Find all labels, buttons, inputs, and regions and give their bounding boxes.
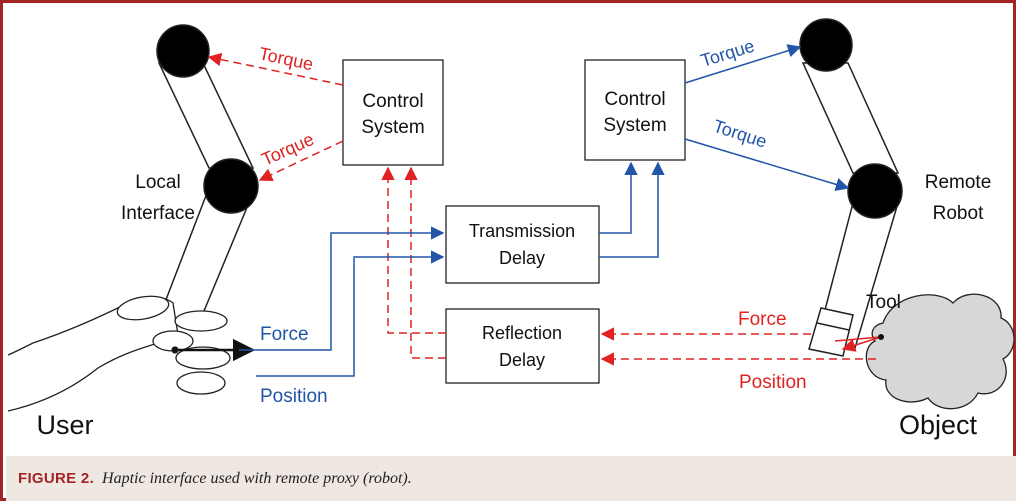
force-command-arrow	[239, 226, 445, 351]
remote-robot-label-1: Remote	[925, 172, 992, 193]
torque-label-right-top: Torque	[698, 36, 756, 71]
position-label-left: Position	[260, 386, 328, 407]
torque-arrow-left-mid	[258, 140, 344, 181]
transmission-label-1: Transmission	[469, 221, 575, 241]
force-label-right: Force	[738, 309, 787, 330]
local-arm-upper-link	[157, 62, 255, 169]
reflection-delay-box	[445, 308, 600, 384]
remote-robot-label-2: Robot	[933, 203, 984, 224]
control-left-label-1: Control	[362, 91, 423, 112]
tool-divider	[816, 322, 850, 331]
remote-arm-upper-link	[801, 62, 900, 174]
haptic-diagram: Control System Control System Transmissi…	[7, 18, 1015, 440]
transmission-to-control-1	[599, 161, 638, 234]
figure-caption: Haptic interface used with remote proxy …	[102, 469, 412, 487]
reflection-label-1: Reflection	[482, 323, 562, 343]
control-right-label-2: System	[603, 115, 666, 136]
finger-2	[174, 310, 228, 332]
tool-contact-line-2	[841, 336, 882, 352]
object-cloud	[865, 293, 1015, 410]
control-right-label-1: Control	[604, 89, 665, 110]
torque-label-left-top: Torque	[257, 43, 315, 74]
force-label-left: Force	[260, 324, 309, 345]
remote-tool	[808, 307, 854, 357]
control-left-label-2: System	[361, 117, 424, 138]
reflection-to-control-1	[381, 166, 446, 334]
user-label: User	[36, 410, 93, 440]
object-label: Object	[899, 410, 978, 440]
torque-arrow-right-top	[684, 44, 802, 84]
finger-4	[176, 371, 226, 395]
contact-point	[878, 334, 884, 340]
torque-label-left-mid: Torque	[258, 129, 316, 170]
tool-label: Tool	[866, 292, 901, 313]
position-label-right: Position	[739, 372, 807, 393]
local-arm	[155, 24, 259, 324]
transmission-label-2: Delay	[499, 248, 545, 268]
control-system-left-box	[342, 59, 444, 166]
remote-shoulder-joint	[799, 18, 853, 72]
transmission-delay-box	[445, 205, 600, 284]
caption-bar: FIGURE 2. Haptic interface used with rem…	[6, 456, 1016, 501]
finger-1	[116, 295, 170, 321]
remote-arm	[799, 18, 903, 357]
torque-arrow-right-mid	[684, 138, 850, 191]
torque-label-right-mid: Torque	[711, 116, 770, 152]
boxes	[342, 59, 686, 384]
local-interface-label-1: Local	[135, 172, 180, 193]
user-hand	[7, 295, 256, 412]
reflection-to-control-2	[404, 166, 446, 359]
figure-label: FIGURE 2.	[18, 470, 95, 487]
local-elbow-joint	[203, 158, 259, 214]
command-arrows	[239, 44, 850, 377]
position-command-arrow	[256, 250, 445, 377]
control-system-right-box	[584, 59, 686, 161]
remote-elbow-joint	[847, 163, 903, 219]
stylus-dot	[171, 346, 179, 354]
local-interface-label-2: Interface	[121, 203, 195, 224]
torque-arrow-left-top	[207, 52, 344, 86]
transmission-to-control-2	[599, 161, 665, 258]
reflection-label-2: Delay	[499, 350, 545, 370]
finger-3	[175, 346, 231, 370]
feedback-arrows	[207, 52, 882, 366]
object-shape	[865, 293, 1015, 410]
local-shoulder-joint	[156, 24, 210, 78]
